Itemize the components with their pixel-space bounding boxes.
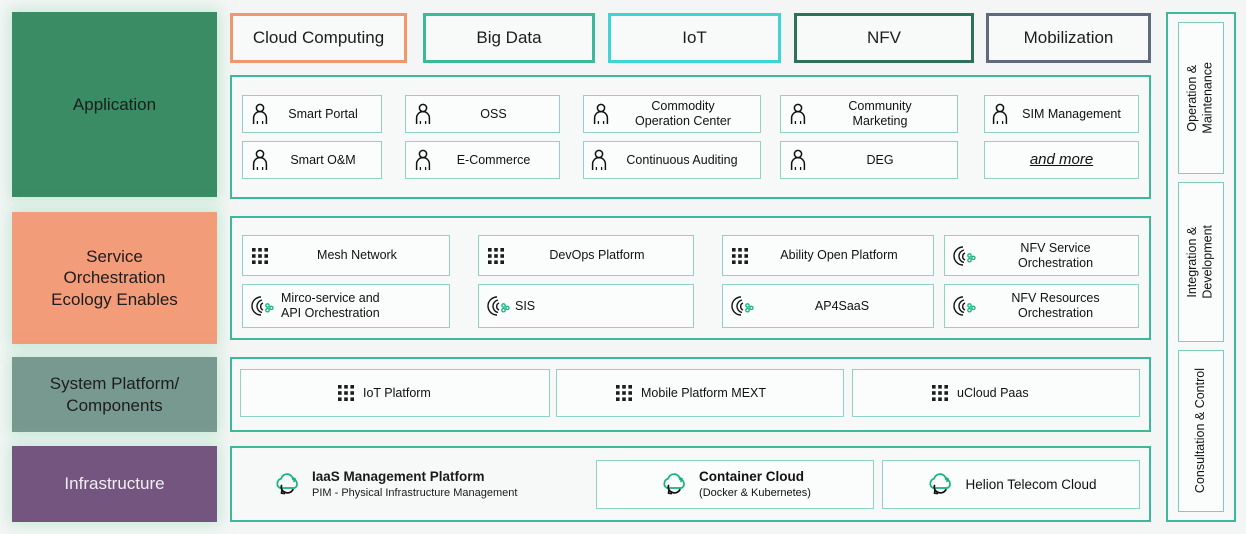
infra-item-helion-telecom-cloud-label: Helion Telecom Cloud [965, 477, 1097, 492]
infra-item-iaas-management-platform-label: IaaS Management Platform [312, 469, 485, 485]
sidebar-item-operation-maintenance-label: Operation & Maintenance [1185, 62, 1215, 134]
capability-tab-big-data[interactable]: Big Data [423, 13, 595, 63]
app-item-e-commerce[interactable]: E-Commerce [405, 141, 560, 179]
service-item-sis[interactable]: SIS [478, 284, 694, 328]
person-icon [789, 103, 807, 125]
infra-item-iaas-management-platform[interactable]: IaaS Management Platform PIM - Physical … [272, 462, 582, 508]
system-item-iot-platform-label: IoT Platform [363, 385, 431, 400]
service-item-sis-label: SIS [515, 298, 536, 313]
system-item-mobile-platform-mext-label: Mobile Platform MEXT [641, 385, 767, 400]
layer-label-service: Service Orchestration Ecology Enables [12, 212, 217, 344]
app-item-community-marketing-label: Community Marketing [848, 99, 912, 128]
service-item-ap4saas[interactable]: AP4SaaS [722, 284, 934, 328]
infra-item-helion-telecom-cloud[interactable]: Helion Telecom Cloud [882, 460, 1140, 509]
service-item-ability-open-platform[interactable]: Ability Open Platform [722, 235, 934, 276]
app-item-commodity-operation-center[interactable]: Commodity Operation Center [583, 95, 761, 133]
app-item-deg[interactable]: DEG [780, 141, 958, 179]
sidebar-item-integration-development[interactable]: Integration & Development [1178, 182, 1224, 342]
layer-label-service-text: Service Orchestration Ecology Enables [51, 247, 178, 309]
layer-label-application-text: Application [72, 94, 157, 114]
system-item-ucloud-paas[interactable]: uCloud Paas [852, 369, 1140, 417]
app-item-continuous-auditing[interactable]: Continuous Auditing [583, 141, 761, 179]
service-item-micro-service-api-orchestration[interactable]: Mirco-service and API Orchestration [242, 284, 450, 328]
app-item-continuous-auditing-label: Continuous Auditing [626, 152, 738, 167]
capability-tab-nfv[interactable]: NFV [794, 13, 974, 63]
sidebar-item-consultation-control[interactable]: Consultation & Control [1178, 350, 1224, 512]
cloud-icon [659, 472, 689, 498]
service-item-nfv-service-orchestration[interactable]: NFV Service Orchestration [944, 235, 1139, 276]
app-item-deg-label: DEG [866, 152, 894, 167]
layer-label-system-text: System Platform/ Components [49, 374, 180, 415]
app-item-e-commerce-label: E-Commerce [456, 152, 531, 167]
layer-label-infrastructure-text: Infrastructure [64, 474, 165, 494]
app-item-sim-management-label: SIM Management [1022, 106, 1121, 121]
app-item-community-marketing[interactable]: Community Marketing [780, 95, 958, 133]
app-item-and-more[interactable]: and more [984, 141, 1139, 179]
grid-dots-icon [931, 384, 949, 402]
app-item-oss[interactable]: OSS [405, 95, 560, 133]
capability-tab-iot[interactable]: IoT [608, 13, 781, 63]
layer-label-infrastructure: Infrastructure [12, 446, 217, 522]
app-item-oss-label: OSS [480, 106, 507, 121]
orchestration-icon [251, 295, 275, 317]
person-icon [991, 103, 1009, 125]
service-item-devops-platform[interactable]: DevOps Platform [478, 235, 694, 276]
capability-tab-iot-label: IoT [682, 28, 707, 47]
capability-tab-cloud-computing-label: Cloud Computing [252, 28, 385, 47]
orchestration-icon [953, 245, 977, 267]
cloud-icon [272, 472, 302, 498]
orchestration-icon [487, 295, 511, 317]
service-item-nfv-service-orchestration-label: NFV Service Orchestration [1017, 240, 1094, 270]
app-item-smart-om[interactable]: Smart O&M [242, 141, 382, 179]
app-item-smart-portal-label: Smart Portal [288, 106, 358, 121]
person-icon [590, 149, 608, 171]
infra-item-container-cloud-sublabel: (Docker & Kubernetes) [699, 486, 811, 499]
service-item-nfv-resources-orchestration[interactable]: NFV Resources Orchestration [944, 284, 1139, 328]
service-item-ap4saas-label: AP4SaaS [814, 298, 870, 313]
layer-label-system: System Platform/ Components [12, 357, 217, 432]
service-item-nfv-resources-orchestration-label: NFV Resources Orchestration [1011, 291, 1100, 320]
capability-tab-mobilization[interactable]: Mobilization [986, 13, 1151, 63]
service-item-micro-service-api-orchestration-label: Mirco-service and API Orchestration [281, 291, 380, 320]
sidebar-item-consultation-control-label: Consultation & Control [1193, 368, 1208, 494]
system-item-ucloud-paas-label: uCloud Paas [957, 385, 1029, 400]
infra-item-iaas-management-platform-sublabel: PIM - Physical Infrastructure Management [312, 487, 518, 500]
capability-tab-cloud-computing[interactable]: Cloud Computing [230, 13, 407, 63]
app-item-smart-portal[interactable]: Smart Portal [242, 95, 382, 133]
service-item-ability-open-platform-label: Ability Open Platform [780, 248, 898, 263]
system-item-iot-platform[interactable]: IoT Platform [240, 369, 550, 417]
orchestration-icon [731, 295, 755, 317]
grid-dots-icon [487, 247, 505, 265]
grid-dots-icon [337, 384, 355, 402]
person-icon [251, 149, 269, 171]
infra-item-container-cloud[interactable]: Container Cloud (Docker & Kubernetes) [596, 460, 874, 509]
capability-tab-nfv-label: NFV [867, 28, 901, 47]
capability-tab-mobilization-label: Mobilization [1023, 28, 1114, 47]
capability-tab-big-data-label: Big Data [476, 28, 542, 47]
person-icon [414, 149, 432, 171]
service-item-mesh-network-label: Mesh Network [317, 248, 397, 263]
sidebar-item-integration-development-label: Integration & Development [1185, 225, 1215, 299]
grid-dots-icon [731, 247, 749, 265]
cloud-icon [925, 472, 955, 498]
application-panel [230, 75, 1151, 199]
person-icon [414, 103, 432, 125]
app-item-smart-om-label: Smart O&M [290, 152, 356, 167]
person-icon [789, 149, 807, 171]
sidebar-item-operation-maintenance[interactable]: Operation & Maintenance [1178, 22, 1224, 174]
infra-item-container-cloud-label: Container Cloud [699, 468, 805, 484]
app-item-commodity-operation-center-label: Commodity Operation Center [635, 99, 731, 128]
service-item-mesh-network[interactable]: Mesh Network [242, 235, 450, 276]
layer-label-application: Application [12, 12, 217, 197]
app-item-sim-management[interactable]: SIM Management [984, 95, 1139, 133]
person-icon [592, 103, 610, 125]
grid-dots-icon [251, 247, 269, 265]
grid-dots-icon [615, 384, 633, 402]
system-item-mobile-platform-mext[interactable]: Mobile Platform MEXT [556, 369, 844, 417]
orchestration-icon [953, 295, 977, 317]
service-item-devops-platform-label: DevOps Platform [549, 248, 645, 263]
person-icon [251, 103, 269, 125]
app-item-and-more-label: and more [1029, 151, 1094, 169]
